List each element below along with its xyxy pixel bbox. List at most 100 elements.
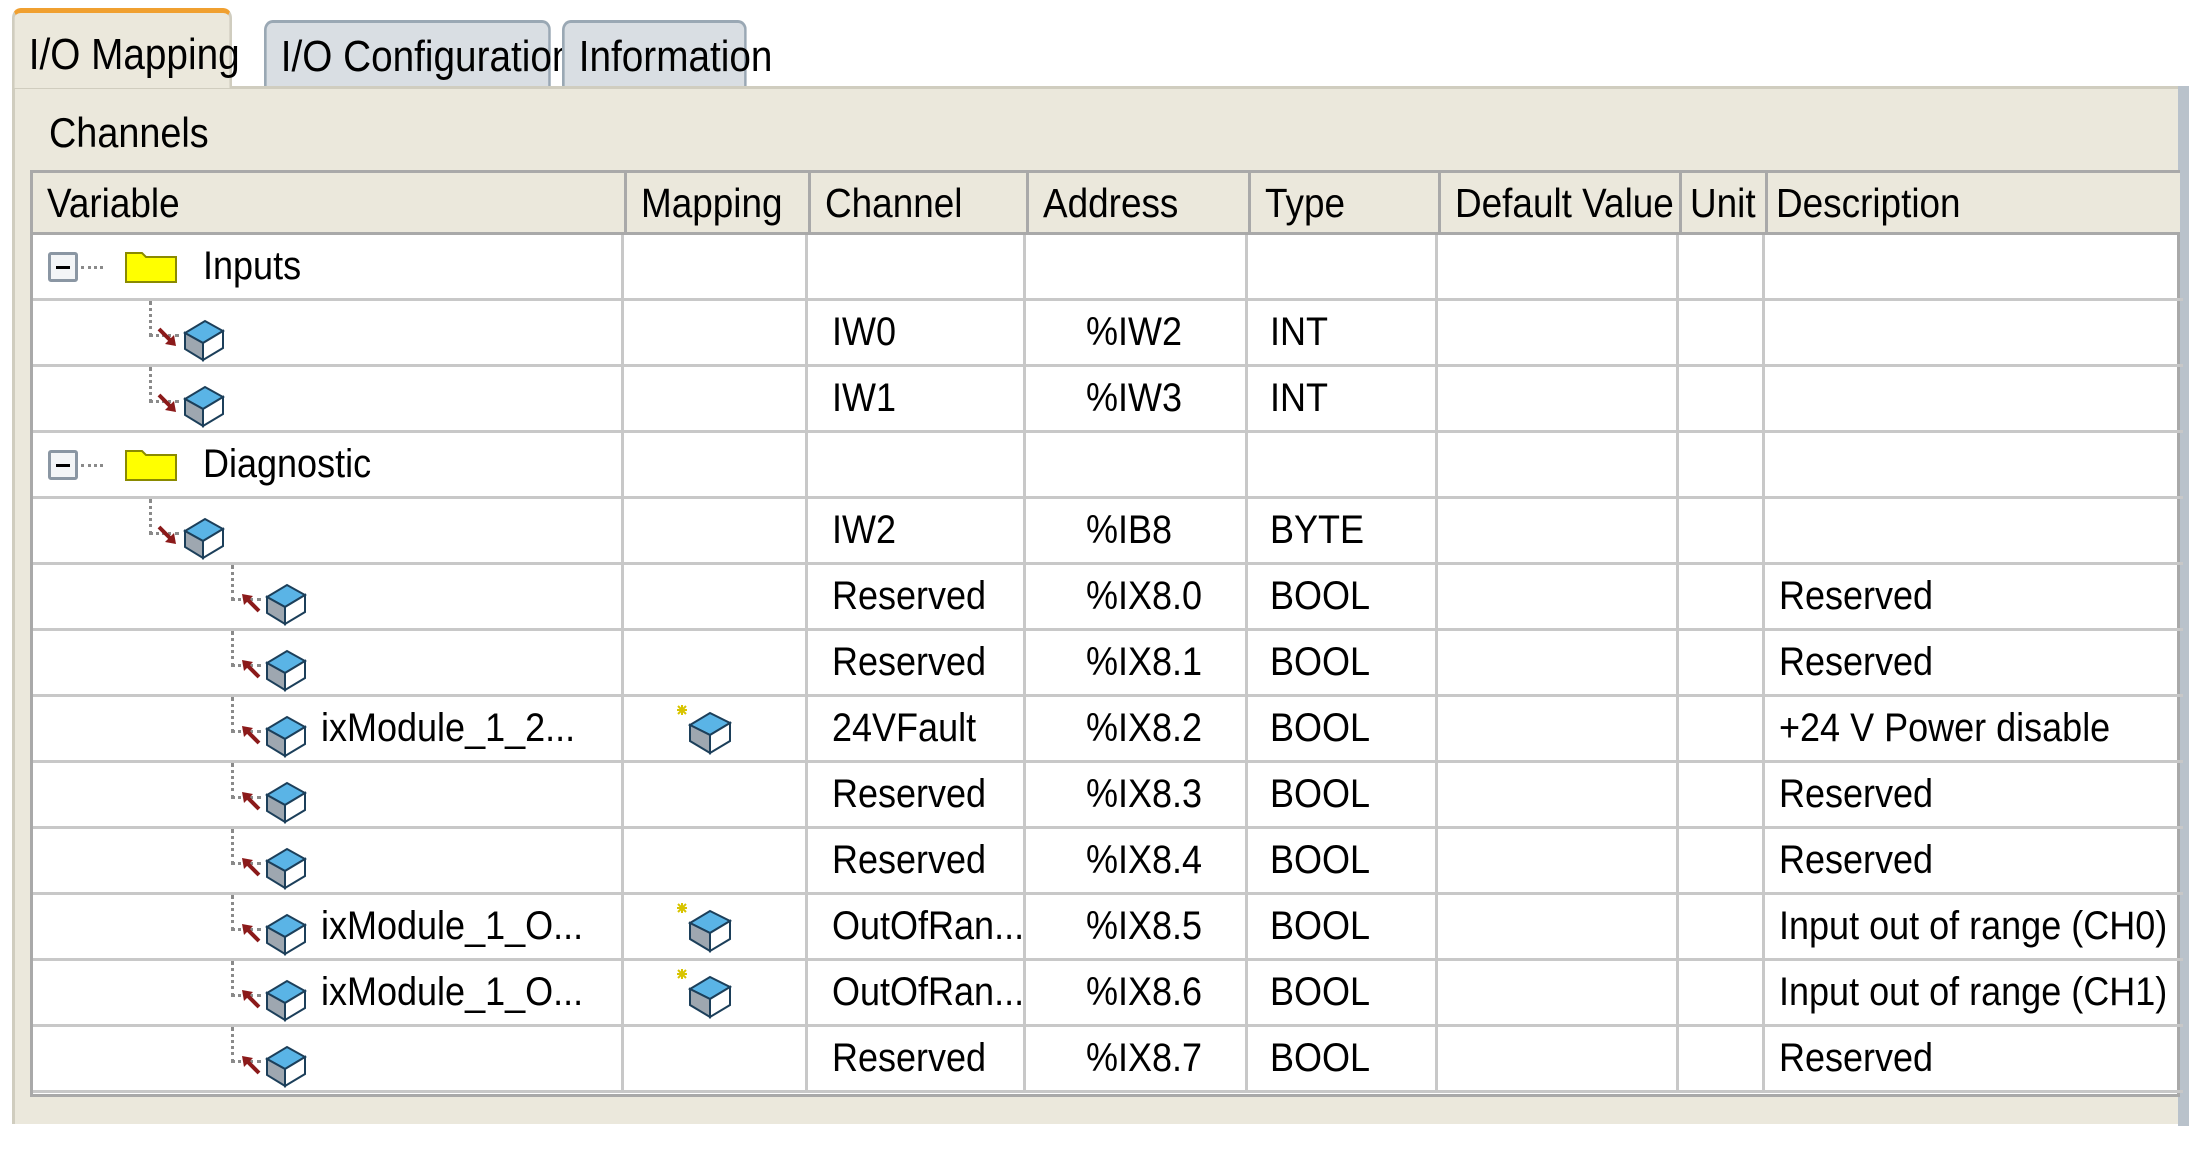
default-value-cell[interactable] bbox=[1438, 829, 1679, 892]
channels-grid: Variable Mapping Channel Address Type De… bbox=[30, 170, 2183, 1097]
default-value-cell[interactable] bbox=[1438, 301, 1679, 364]
tab-information[interactable]: Information bbox=[562, 20, 772, 88]
column-header-type[interactable]: Type bbox=[1251, 173, 1441, 235]
description-cell: Reserved bbox=[1779, 772, 1934, 816]
variable-cell[interactable] bbox=[33, 565, 624, 628]
description-cell: +24 V Power disable bbox=[1779, 706, 2111, 750]
variable-cell[interactable] bbox=[33, 1027, 624, 1090]
type-cell: BOOL bbox=[1248, 565, 1438, 628]
default-value-cell[interactable] bbox=[1438, 961, 1679, 1024]
type-cell: INT bbox=[1248, 301, 1438, 364]
type-cell: BOOL bbox=[1248, 829, 1438, 892]
description-cell: Input out of range (CH1) bbox=[1779, 970, 2168, 1014]
default-value-cell[interactable] bbox=[1438, 697, 1679, 760]
variable-cell[interactable]: ixModule_1_O... bbox=[33, 961, 624, 1024]
input-arrow-icon bbox=[157, 305, 179, 346]
channel-cell: OutOfRan... bbox=[808, 895, 1026, 958]
input-arrow-icon bbox=[157, 371, 179, 412]
variable-cell[interactable] bbox=[33, 763, 624, 826]
default-value-cell[interactable] bbox=[1438, 895, 1679, 958]
bit-arrow-icon bbox=[239, 833, 261, 877]
default-value-cell[interactable] bbox=[1438, 631, 1679, 694]
default-value-cell[interactable] bbox=[1438, 499, 1679, 562]
mapping-cell bbox=[624, 697, 808, 760]
unit-cell bbox=[1679, 631, 1765, 694]
unit-cell bbox=[1679, 565, 1765, 628]
channel-cell: IW0 bbox=[808, 301, 1026, 364]
variable-cell[interactable] bbox=[33, 631, 624, 694]
channel-cell: Reserved bbox=[808, 829, 1026, 892]
variable-cell[interactable]: ixModule_1_2... bbox=[33, 697, 624, 760]
column-header-variable[interactable]: Variable bbox=[33, 173, 627, 235]
channel-cell: IW2 bbox=[808, 499, 1026, 562]
group-row-inputs[interactable]: Inputs bbox=[33, 235, 2183, 301]
channel-cell: Reserved bbox=[808, 763, 1026, 826]
channel-cell: IW1 bbox=[808, 367, 1026, 430]
collapse-icon[interactable] bbox=[48, 252, 78, 282]
bit-arrow-icon bbox=[239, 965, 261, 1009]
default-value-cell[interactable] bbox=[1438, 367, 1679, 430]
variable-name[interactable]: ixModule_1_O... bbox=[321, 904, 584, 948]
tab-io-mapping[interactable]: I/O Mapping bbox=[12, 8, 240, 88]
description-cell bbox=[1765, 367, 2183, 430]
bit-arrow-icon bbox=[239, 701, 261, 745]
channel-cube-icon bbox=[263, 911, 309, 957]
address-cell: %IX8.7 bbox=[1026, 1027, 1248, 1090]
variable-name[interactable]: ixModule_1_2... bbox=[321, 706, 576, 750]
variable-name[interactable]: ixModule_1_O... bbox=[321, 970, 584, 1014]
tab-io-configuration[interactable]: I/O Configuration bbox=[264, 20, 573, 88]
type-cell: BOOL bbox=[1248, 895, 1438, 958]
address-cell: %IX8.3 bbox=[1026, 763, 1248, 826]
address-cell: %IW2 bbox=[1026, 301, 1248, 364]
channel-cube-icon bbox=[263, 647, 309, 693]
default-value-cell[interactable] bbox=[1438, 565, 1679, 628]
variable-cell[interactable] bbox=[33, 829, 624, 892]
group-row-diagnostic[interactable]: Diagnostic bbox=[33, 433, 2183, 499]
bit-arrow-icon bbox=[239, 899, 261, 943]
type-cell: BOOL bbox=[1248, 1027, 1438, 1090]
collapse-icon[interactable] bbox=[48, 450, 78, 480]
column-header-default-value[interactable]: Default Value bbox=[1441, 173, 1682, 235]
mapping-cell bbox=[624, 1027, 808, 1090]
mapping-cell bbox=[624, 565, 808, 628]
channel-cube-icon bbox=[263, 713, 309, 759]
column-header-mapping[interactable]: Mapping bbox=[627, 173, 811, 235]
address-cell: %IX8.1 bbox=[1026, 631, 1248, 694]
column-header-address[interactable]: Address bbox=[1029, 173, 1251, 235]
description-cell: Reserved bbox=[1779, 574, 1934, 618]
variable-cell[interactable] bbox=[33, 301, 624, 364]
folder-icon bbox=[125, 450, 177, 481]
mapping-cell bbox=[624, 367, 808, 430]
variable-cell[interactable]: ixModule_1_O... bbox=[33, 895, 624, 958]
variable-cell[interactable] bbox=[33, 367, 624, 430]
mapping-cell bbox=[624, 895, 808, 958]
description-cell bbox=[1765, 301, 2183, 364]
channel-cell: Reserved bbox=[808, 565, 1026, 628]
bit-arrow-icon bbox=[239, 569, 261, 613]
channel-cube-icon bbox=[263, 1043, 309, 1089]
variable-cell[interactable] bbox=[33, 499, 624, 562]
type-cell: BOOL bbox=[1248, 631, 1438, 694]
description-cell bbox=[1765, 499, 2183, 562]
address-cell: %IX8.0 bbox=[1026, 565, 1248, 628]
type-cell: BOOL bbox=[1248, 961, 1438, 1024]
bit-arrow-icon bbox=[239, 1031, 261, 1075]
default-value-cell[interactable] bbox=[1438, 763, 1679, 826]
vertical-scrollbar[interactable] bbox=[2178, 86, 2189, 1126]
mapping-cell bbox=[624, 829, 808, 892]
column-header-unit[interactable]: Unit bbox=[1682, 173, 1768, 235]
column-header-channel[interactable]: Channel bbox=[811, 173, 1029, 235]
default-value-cell[interactable] bbox=[1438, 1027, 1679, 1090]
column-header-description[interactable]: Description bbox=[1768, 173, 2180, 235]
